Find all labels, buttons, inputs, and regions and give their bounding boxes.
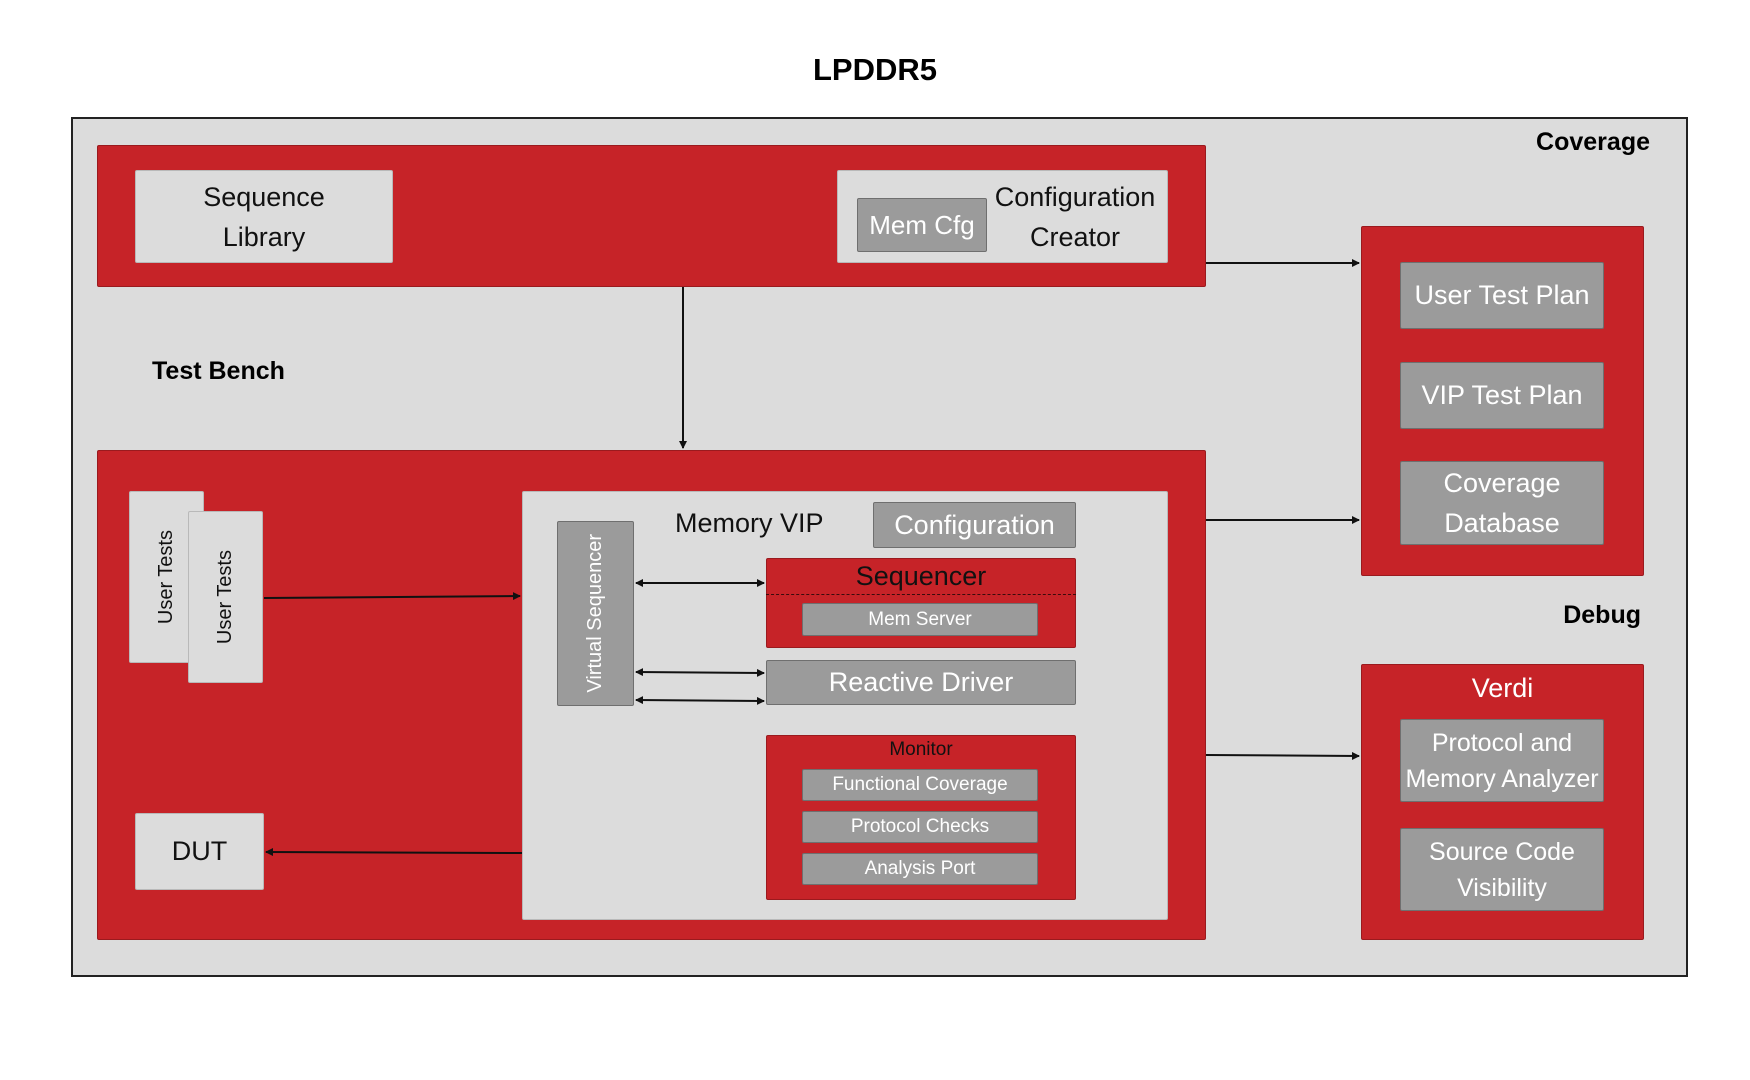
coverage-label: Coverage xyxy=(1536,128,1650,156)
dut-box: DUT xyxy=(135,813,264,890)
verdi-label: Verdi xyxy=(1471,673,1534,703)
mem-server-box: Mem Server xyxy=(802,603,1038,636)
sequence-library-box: Sequence Library xyxy=(135,170,393,263)
arrow-vseq-driver-2 xyxy=(635,696,765,705)
coverage-database-box: Coverage Database xyxy=(1400,461,1604,545)
arrow-vseq-driver-1 xyxy=(635,668,765,677)
sequencer-label: Sequencer xyxy=(855,561,987,591)
analysis-port-box: Analysis Port xyxy=(802,853,1038,885)
protocol-checks-box: Protocol Checks xyxy=(802,811,1038,843)
sequencer-divider xyxy=(766,594,1076,595)
monitor-label: Monitor xyxy=(889,739,953,760)
source-code-visibility-box: Source Code Visibility xyxy=(1400,828,1604,911)
debug-label: Debug xyxy=(1563,601,1641,629)
configuration-box: Configuration xyxy=(873,502,1076,548)
arrow-vip-to-dut xyxy=(265,848,523,857)
functional-coverage-box: Functional Coverage xyxy=(802,769,1038,801)
arrow-bench-to-debug xyxy=(1205,751,1360,760)
arrow-tests-to-vip xyxy=(263,592,521,601)
user-tests-card-front: User Tests xyxy=(188,511,263,683)
user-test-plan-box: User Test Plan xyxy=(1400,262,1604,329)
reactive-driver-box: Reactive Driver xyxy=(766,660,1076,705)
virtual-sequencer-box: Virtual Sequencer xyxy=(557,521,634,706)
memory-vip-label: Memory VIP xyxy=(675,508,824,538)
vip-test-plan-box: VIP Test Plan xyxy=(1400,362,1604,429)
configuration-creator-label: Configuration Creator xyxy=(994,181,1156,252)
protocol-memory-analyzer-box: Protocol and Memory Analyzer xyxy=(1400,719,1604,802)
test-bench-label: Test Bench xyxy=(152,357,285,385)
mem-cfg-box: Mem Cfg xyxy=(857,198,987,252)
diagram-title: LPDDR5 xyxy=(812,52,937,87)
